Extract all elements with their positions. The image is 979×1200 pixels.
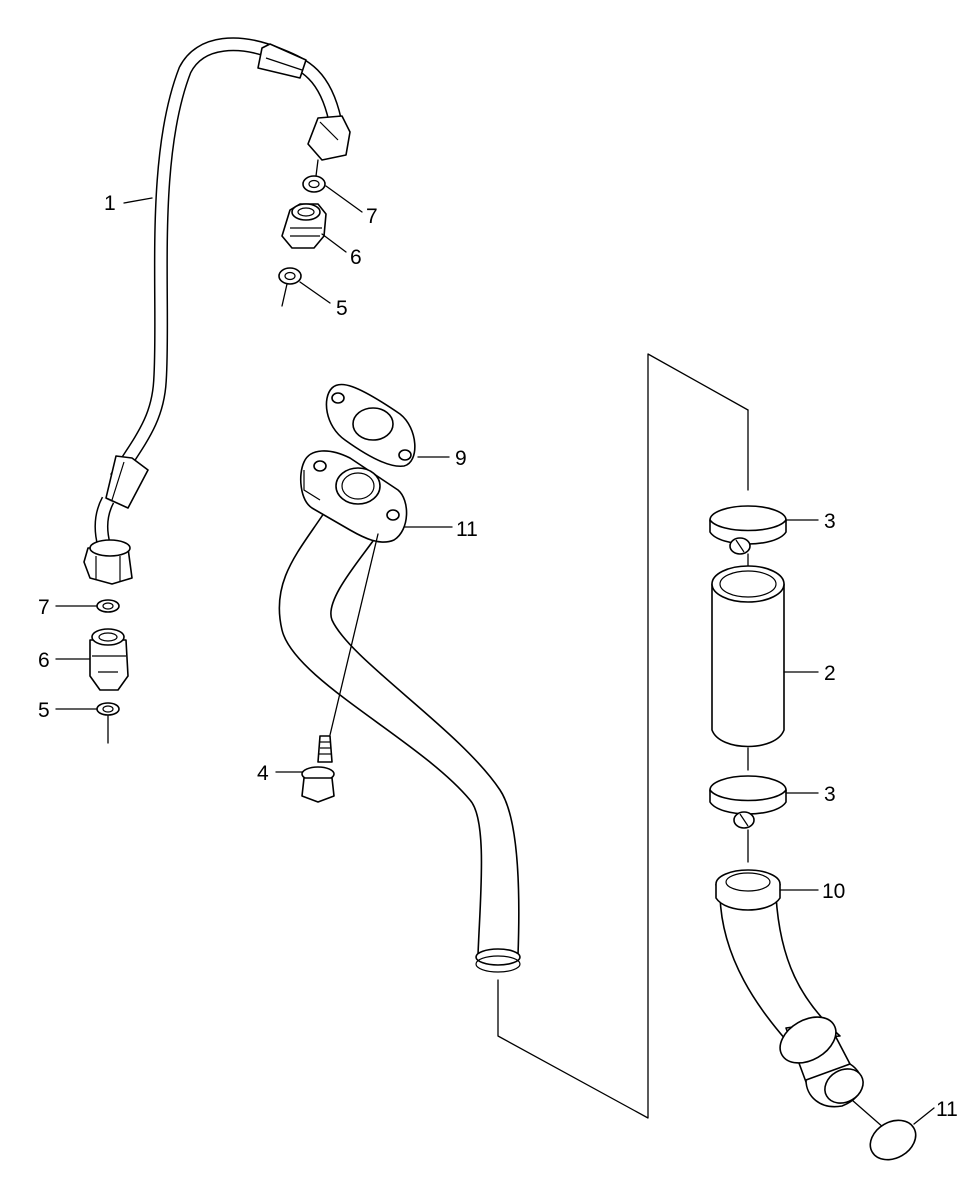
callout-9: 9 bbox=[455, 447, 467, 470]
washer-5-upper bbox=[278, 267, 302, 285]
union-6-lower bbox=[89, 639, 129, 691]
oil-return-pipe bbox=[278, 450, 521, 973]
callout-7-upper: 7 bbox=[366, 205, 378, 228]
callout-6-upper: 6 bbox=[350, 246, 362, 269]
hose-2 bbox=[711, 565, 785, 748]
callout-3-lower: 3 bbox=[824, 783, 836, 806]
bolt-4 bbox=[301, 533, 379, 803]
callout-7-lower: 7 bbox=[38, 596, 50, 619]
callout-2: 2 bbox=[824, 662, 836, 685]
callout-11-oring: 11 bbox=[936, 1098, 958, 1121]
callout-1: 1 bbox=[104, 192, 116, 215]
callout-4: 4 bbox=[257, 762, 269, 785]
o-ring-11 bbox=[869, 1119, 917, 1161]
callout-5-upper: 5 bbox=[336, 297, 348, 320]
callout-labels: 1 7 6 5 9 11 7 6 5 4 3 2 3 10 11 bbox=[38, 192, 958, 1121]
hose-clamp-upper bbox=[709, 505, 787, 555]
washer-7-upper bbox=[302, 175, 326, 193]
oil-feed-pipe bbox=[83, 37, 351, 585]
hose-clamp-lower bbox=[709, 775, 787, 829]
upper-fittings bbox=[278, 159, 327, 307]
hose-assembly bbox=[497, 353, 917, 1161]
lower-left-fittings bbox=[89, 599, 129, 744]
washer-5-lower bbox=[96, 702, 120, 716]
callout-3-upper: 3 bbox=[824, 510, 836, 533]
callout-5-lower: 5 bbox=[38, 699, 50, 722]
washer-7-lower bbox=[96, 599, 120, 613]
gasket-9 bbox=[325, 383, 416, 468]
callout-11-flange: 11 bbox=[456, 518, 478, 541]
callout-6-lower: 6 bbox=[38, 649, 50, 672]
callout-10: 10 bbox=[822, 880, 845, 903]
elbow-pipe-10 bbox=[715, 869, 864, 1108]
leader-lines bbox=[55, 185, 935, 1125]
